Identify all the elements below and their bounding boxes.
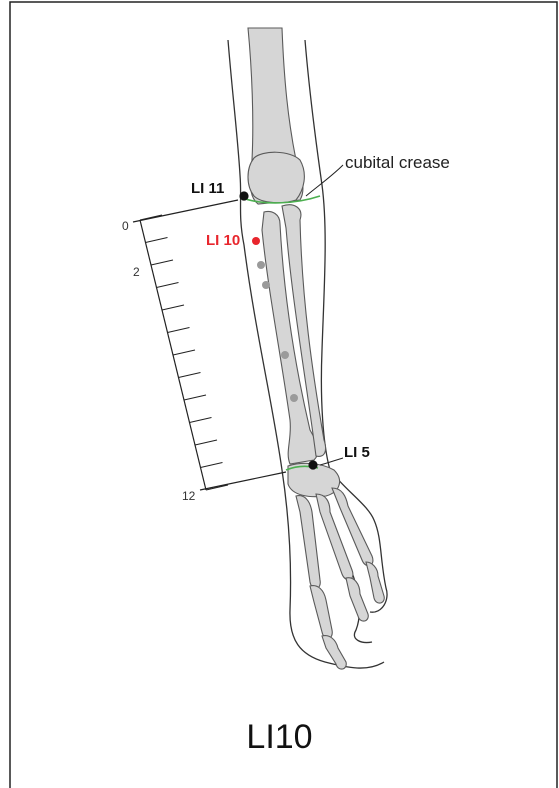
point-li11-dot <box>239 191 248 200</box>
ruler-tick <box>162 305 184 310</box>
ruler-tick <box>157 283 179 288</box>
ruler-tick <box>146 238 168 243</box>
ruler-label-2: 2 <box>133 265 140 279</box>
annotation-leader <box>306 165 343 196</box>
ruler-tick <box>201 463 223 468</box>
point-li5-dot <box>308 460 317 469</box>
ruler-tick <box>140 215 162 220</box>
ruler-label-0: 0 <box>122 219 129 233</box>
ruler-bottom-leader <box>200 472 286 490</box>
ruler-tick <box>168 328 190 333</box>
point-li10-label: LI 10 <box>206 232 240 249</box>
gray-marker <box>290 394 298 402</box>
cubital-crease-annotation: cubital crease <box>345 153 450 172</box>
point-li11-label: LI 11 <box>191 180 224 197</box>
ruler-tick <box>179 373 201 378</box>
ruler-ticks <box>140 215 228 490</box>
point-li5-label: LI 5 <box>344 444 370 461</box>
page-title: LI10 <box>0 718 559 757</box>
point-li10-dot <box>252 237 260 245</box>
ruler-label-12: 12 <box>182 489 196 503</box>
ruler-tick <box>195 440 217 445</box>
ruler-tick <box>173 350 195 355</box>
gray-marker <box>281 351 289 359</box>
ruler-tick <box>190 418 212 423</box>
ruler-tick <box>184 395 206 400</box>
gray-marker <box>257 261 265 269</box>
forearm-bones <box>248 28 384 669</box>
li5-leader <box>320 458 343 465</box>
ruler-top-leader <box>133 200 238 222</box>
ruler-tick <box>151 260 173 265</box>
gray-marker <box>262 281 270 289</box>
